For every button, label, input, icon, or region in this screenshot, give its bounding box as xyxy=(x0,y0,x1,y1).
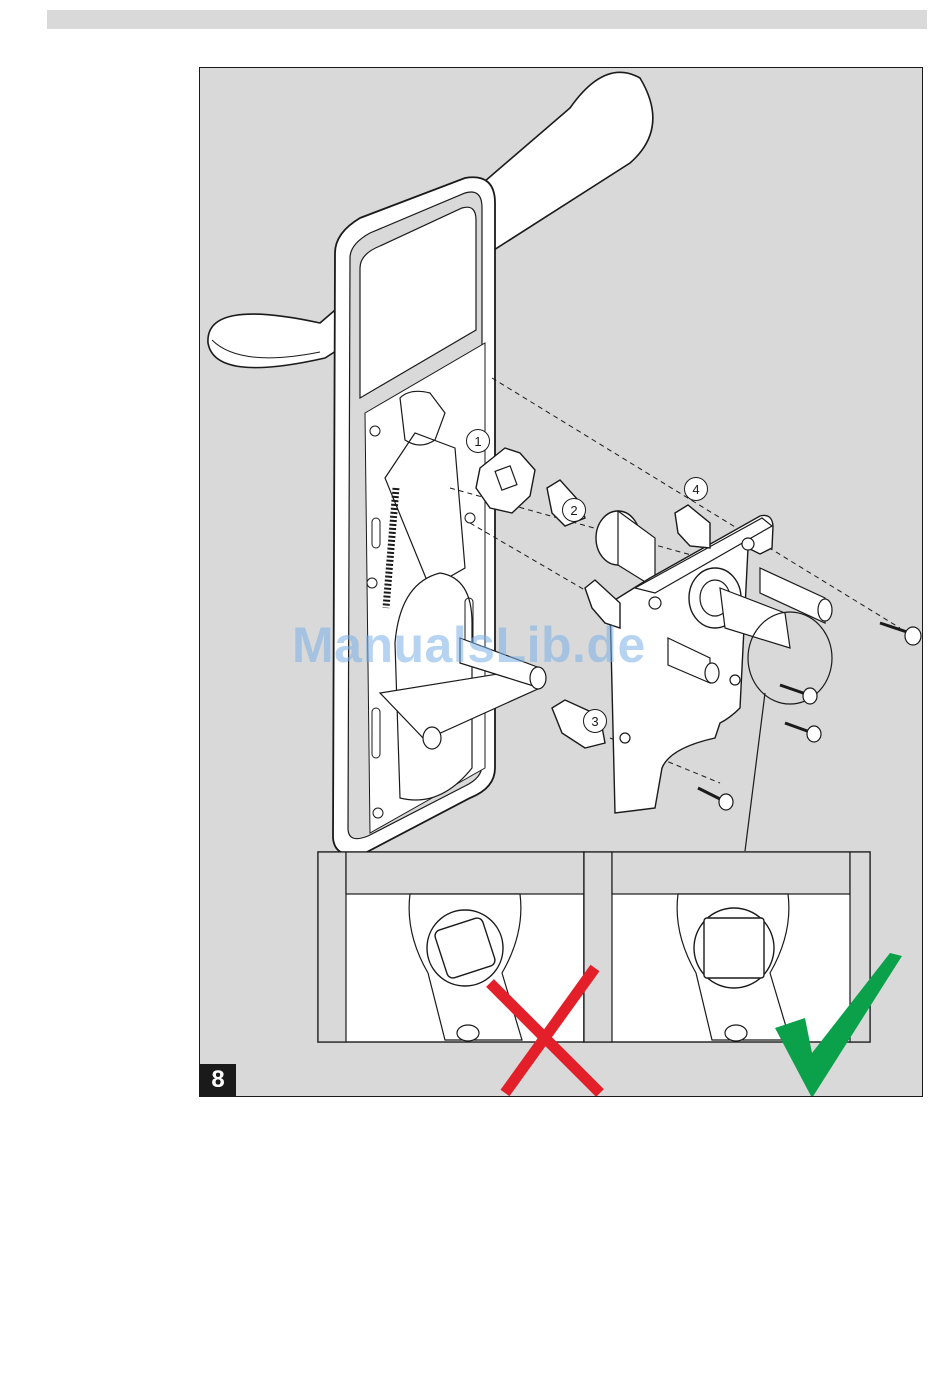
step-number-badge: 8 xyxy=(200,1064,236,1096)
callout-2: 2 xyxy=(562,498,586,522)
callout-1: 1 xyxy=(466,429,490,453)
escutcheon-plate xyxy=(333,177,546,854)
detail-panel-wrong xyxy=(318,852,584,1042)
figure-frame: 1 2 3 4 ManualsLib.de 8 xyxy=(199,67,923,1097)
assembly-illustration xyxy=(200,68,922,1096)
callout-3: 3 xyxy=(583,709,607,733)
detail-panel-correct xyxy=(584,852,870,1042)
watermark: ManualsLib.de xyxy=(292,616,646,674)
header-bar xyxy=(47,10,927,29)
follower-spindle xyxy=(596,511,655,588)
callout-4: 4 xyxy=(684,477,708,501)
